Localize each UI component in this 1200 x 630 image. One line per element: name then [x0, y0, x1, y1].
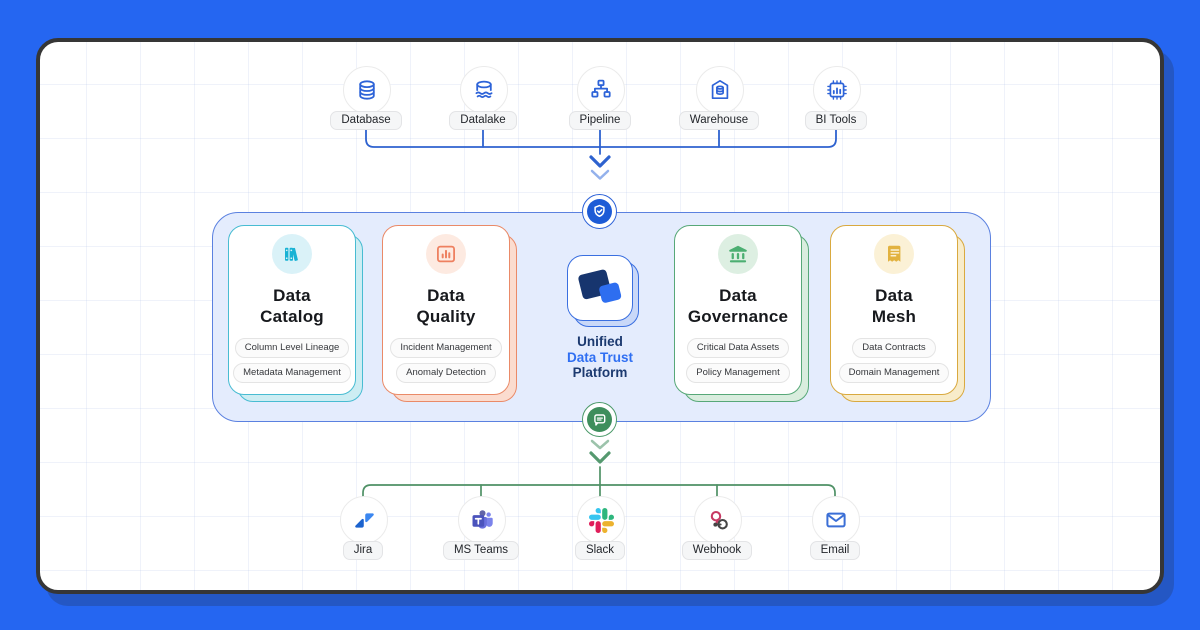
data-trust-logo-icon	[578, 269, 622, 303]
integration-node-email	[812, 496, 860, 544]
integration-label-webhook: Webhook	[652, 540, 782, 560]
module-card-data-quality: Data Quality Incident Management Anomaly…	[382, 225, 517, 402]
bank-icon	[718, 234, 758, 274]
pipeline-icon	[591, 79, 611, 98]
webhook-icon	[710, 510, 728, 530]
module-title: Data Governance	[687, 286, 789, 326]
email-icon	[826, 512, 846, 528]
feature-pill: Domain Management	[838, 363, 950, 383]
integration-node-jira	[340, 496, 388, 544]
shield-check-icon	[594, 204, 605, 217]
integration-label-slack: Slack	[535, 540, 665, 560]
source-label-database: Database	[301, 110, 431, 130]
shield-check-badge	[582, 194, 617, 229]
chat-icon	[594, 414, 606, 426]
bi-tools-icon	[827, 80, 847, 100]
platform-name-line2: Data Trust	[566, 349, 634, 365]
integration-label-ms-teams: MS Teams	[416, 540, 546, 560]
source-node-datalake	[460, 66, 508, 114]
integration-label-email: Email	[770, 540, 900, 560]
platform-name-line3: Platform	[572, 365, 628, 380]
feature-pill: Metadata Management	[233, 363, 351, 383]
source-label-warehouse: Warehouse	[654, 110, 784, 130]
feature-pill: Critical Data Assets	[686, 338, 790, 358]
source-node-pipeline	[577, 66, 625, 114]
feature-pill: Incident Management	[390, 338, 502, 358]
module-title: Data Catalog	[260, 286, 324, 326]
integration-node-ms-teams	[458, 496, 506, 544]
feature-pill: Data Contracts	[852, 338, 936, 358]
feature-pill: Anomaly Detection	[396, 363, 496, 383]
module-card-data-governance: Data Governance Critical Data Assets Pol…	[674, 225, 809, 402]
source-label-bi-tools: BI Tools	[771, 110, 901, 130]
source-node-database	[343, 66, 391, 114]
module-title: Data Mesh	[871, 286, 917, 326]
warehouse-icon	[711, 79, 729, 100]
platform-name: Unified Data Trust Platform	[540, 334, 660, 381]
integration-label-jira: Jira	[298, 540, 428, 560]
datalake-icon	[475, 80, 493, 98]
feature-pill: Column Level Lineage	[234, 338, 350, 358]
source-node-warehouse	[696, 66, 744, 114]
database-icon	[359, 80, 375, 100]
module-card-data-mesh: Data Mesh Data Contracts Domain Manageme…	[830, 225, 965, 402]
source-label-datalake: Datalake	[418, 110, 548, 130]
integration-node-slack	[577, 496, 625, 544]
module-card-data-catalog: Data Catalog Column Level Lineage Metada…	[228, 225, 363, 402]
ms-teams-icon	[472, 509, 493, 529]
module-title: Data Quality	[416, 286, 476, 326]
integration-node-webhook	[694, 496, 742, 544]
platform-name-line1: Unified	[577, 334, 623, 349]
bar-chart-icon	[426, 234, 466, 274]
jira-icon	[354, 512, 374, 528]
source-node-bi-tools	[813, 66, 861, 114]
platform-logo	[567, 255, 633, 321]
receipt-icon	[874, 234, 914, 274]
slack-icon	[588, 507, 614, 533]
chat-badge	[582, 402, 617, 437]
source-label-pipeline: Pipeline	[535, 110, 665, 130]
feature-pill: Policy Management	[686, 363, 790, 383]
library-icon	[272, 234, 312, 274]
